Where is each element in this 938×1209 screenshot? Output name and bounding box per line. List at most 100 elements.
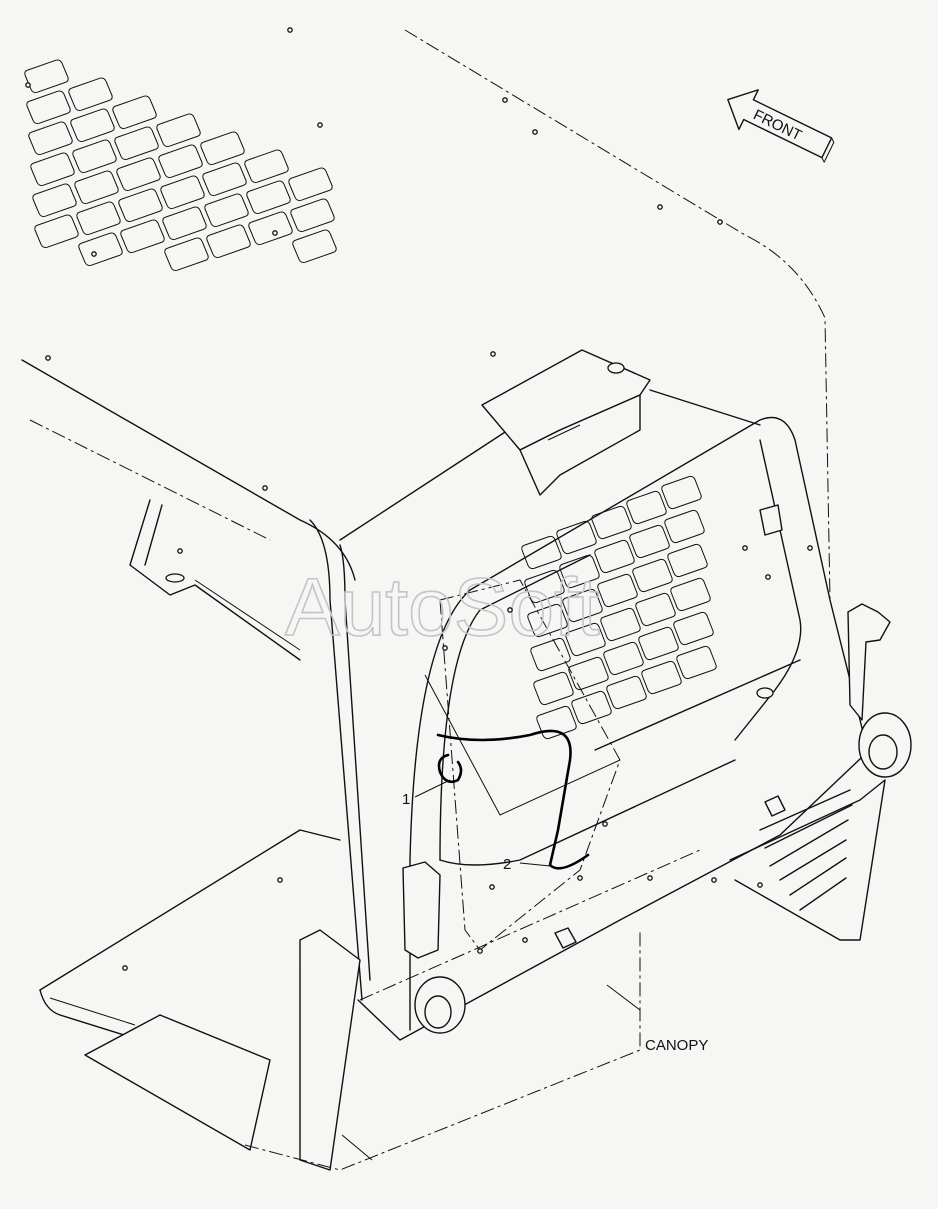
grille-slot xyxy=(667,543,708,578)
roof-panel xyxy=(21,29,831,601)
fastener-hole xyxy=(657,204,663,210)
callout-leaders xyxy=(414,779,551,867)
fastener-hole xyxy=(765,574,771,580)
grille-slot xyxy=(24,59,69,93)
grille-slot xyxy=(114,126,159,160)
grille-slot xyxy=(112,95,157,129)
grille-slot xyxy=(632,558,673,593)
grille-slot xyxy=(641,660,682,695)
grille-slot xyxy=(292,229,337,263)
grille-slot xyxy=(597,573,638,608)
grille-slot xyxy=(562,588,603,623)
grille-slot xyxy=(670,577,711,612)
fastener-hole xyxy=(502,97,508,103)
fastener-hole xyxy=(317,122,323,128)
grille-slot xyxy=(246,180,291,214)
grille-slot xyxy=(34,214,79,248)
grille-slot xyxy=(594,539,635,574)
grille-slot xyxy=(591,505,632,540)
fastener-hole xyxy=(122,965,128,971)
fastener-hole xyxy=(91,251,97,257)
grille-slot xyxy=(533,671,574,706)
fastener-hole xyxy=(490,351,496,357)
watermark: AutoSoft xyxy=(285,562,600,653)
floor-plate xyxy=(39,829,701,1171)
grille-slot xyxy=(600,607,641,642)
fastener-hole xyxy=(742,545,748,551)
fastener-hole xyxy=(757,882,763,888)
grille-slot xyxy=(28,121,73,155)
grille-slot xyxy=(244,149,289,183)
grille-slot xyxy=(116,157,161,191)
grille-slot xyxy=(120,219,165,253)
grille-slot xyxy=(76,201,121,235)
grille-slot xyxy=(638,626,679,661)
grille-slot xyxy=(162,206,207,240)
fastener-hole xyxy=(647,875,653,881)
grille-slot xyxy=(635,592,676,627)
fastener-hole xyxy=(577,875,583,881)
grille-slot xyxy=(556,520,597,555)
grille-slot xyxy=(673,611,714,646)
fastener-hole xyxy=(287,27,293,33)
grille-slot xyxy=(32,183,77,217)
callout-2: 2 xyxy=(503,856,511,873)
rear-window-grille xyxy=(521,475,717,740)
rear-door-panel xyxy=(424,579,621,951)
fastener-hole xyxy=(272,230,278,236)
left-side-bracket xyxy=(129,499,371,1001)
grille-slot xyxy=(156,113,201,147)
fastener-hole xyxy=(442,645,448,651)
grille-slot xyxy=(521,535,562,570)
grille-slot xyxy=(160,175,205,209)
fastener-hole xyxy=(489,884,495,890)
right-hinge-assembly xyxy=(729,504,912,941)
grille-slot xyxy=(676,645,717,680)
grille-slot xyxy=(603,641,644,676)
fastener-hole xyxy=(807,545,813,551)
fastener-hole xyxy=(507,607,513,613)
grille-slot xyxy=(661,475,702,510)
fastener-hole xyxy=(477,948,483,954)
grille-slot xyxy=(527,603,568,638)
grille-slot xyxy=(78,232,123,266)
fastener-hole xyxy=(717,219,723,225)
grille-slot xyxy=(571,690,612,725)
front-arrow-icon: FRONT xyxy=(727,89,835,163)
grille-slot xyxy=(74,170,119,204)
grille-slot xyxy=(524,569,565,604)
fastener-hole xyxy=(262,485,268,491)
grille-slot xyxy=(568,656,609,691)
grille-slot xyxy=(72,139,117,173)
fastener-hole xyxy=(532,129,538,135)
grille-slot xyxy=(158,144,203,178)
fastener-hole xyxy=(602,821,608,827)
grille-slot xyxy=(626,490,667,525)
front-frame xyxy=(357,416,881,1041)
grille-slot xyxy=(118,188,163,222)
grille-slot xyxy=(559,554,600,589)
grille-slot xyxy=(664,509,705,544)
grille-slot xyxy=(202,162,247,196)
top-latch-bracket xyxy=(481,349,651,496)
fastener-hole xyxy=(277,877,283,883)
fastener-hole xyxy=(45,355,51,361)
grille-slot xyxy=(530,637,571,672)
grille-slot xyxy=(26,90,71,124)
grille-slot xyxy=(629,524,670,559)
fastener-hole xyxy=(25,82,31,88)
fastener-hole xyxy=(711,877,717,883)
callout-1: 1 xyxy=(402,791,410,808)
grille-slot xyxy=(204,193,249,227)
roof-grille xyxy=(24,59,337,271)
grille-slot xyxy=(68,77,113,111)
grille-slot xyxy=(288,167,333,201)
grille-slot xyxy=(290,198,335,232)
diagram-caption: CANOPY xyxy=(645,1037,708,1054)
grille-slot xyxy=(70,108,115,142)
grille-slot xyxy=(206,224,251,258)
grille-slot xyxy=(200,131,245,165)
fastener-hole xyxy=(177,548,183,554)
